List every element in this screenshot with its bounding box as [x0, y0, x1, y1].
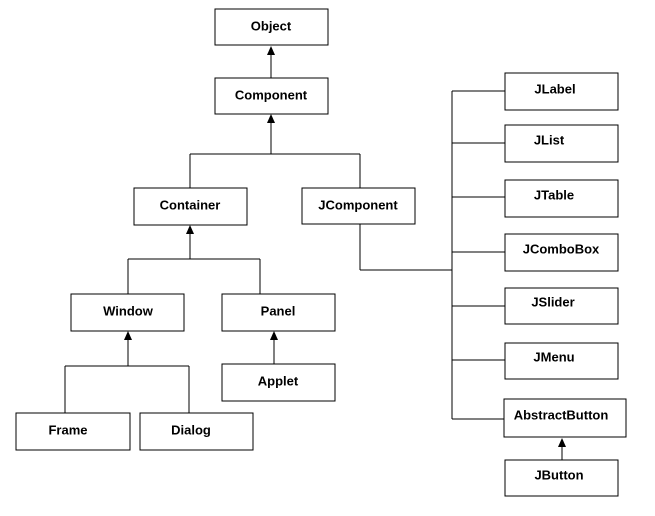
arrowhead-abstractbutton	[558, 438, 566, 447]
node-applet: Applet	[221, 363, 336, 402]
node-jcombobox: JComboBox	[504, 233, 619, 272]
node-abstractbutton: AbstractButton	[503, 398, 627, 438]
node-jlabel-label: JLabel	[534, 81, 575, 96]
node-abstractbutton-box	[503, 398, 627, 438]
node-window-box	[70, 293, 185, 332]
node-jcomponent-box	[301, 187, 416, 225]
node-abstractbutton-label: AbstractButton	[514, 407, 609, 422]
node-jtable-box	[504, 179, 619, 218]
nodes: Object Component Container JComponent Wi…	[15, 8, 627, 497]
node-jslider: JSlider	[504, 287, 619, 325]
node-object-label: Object	[251, 18, 292, 33]
node-component: Component	[214, 77, 329, 115]
node-applet-label: Applet	[258, 373, 299, 388]
node-jtable-label: JTable	[534, 187, 574, 202]
node-dialog-label: Dialog	[171, 422, 211, 437]
node-jtable: JTable	[504, 179, 619, 218]
node-dialog: Dialog	[139, 412, 254, 451]
node-dialog-box	[139, 412, 254, 451]
node-panel-label: Panel	[261, 303, 296, 318]
node-component-label: Component	[235, 87, 308, 102]
node-frame-box	[15, 412, 131, 451]
arrowhead-component	[267, 114, 275, 123]
node-jbutton-label: JButton	[534, 467, 583, 482]
node-window-label: Window	[103, 303, 154, 318]
node-jlist: JList	[504, 124, 619, 163]
node-panel-box	[221, 293, 336, 332]
node-frame: Frame	[15, 412, 131, 451]
node-container-label: Container	[160, 197, 221, 212]
node-window: Window	[70, 293, 185, 332]
node-jbutton-box	[504, 459, 619, 497]
node-jcomponent-label: JComponent	[318, 197, 398, 212]
node-jmenu-box	[504, 342, 619, 380]
node-jlist-box	[504, 124, 619, 163]
node-jbutton: JButton	[504, 459, 619, 497]
node-frame-label: Frame	[48, 422, 87, 437]
connectors	[64, 46, 566, 460]
node-jslider-label: JSlider	[531, 294, 574, 309]
node-jlabel: JLabel	[504, 72, 619, 111]
arrowhead-panel	[270, 331, 278, 340]
arrowhead-window	[124, 331, 132, 340]
node-jcomponent: JComponent	[301, 187, 416, 225]
node-jlabel-box	[504, 72, 619, 111]
node-object: Object	[214, 8, 329, 46]
node-jmenu-label: JMenu	[533, 349, 574, 364]
node-jslider-box	[504, 287, 619, 325]
arrowhead-object	[267, 46, 275, 55]
node-container: Container	[133, 187, 248, 226]
node-applet-box	[221, 363, 336, 402]
node-jcombobox-label: JComboBox	[523, 241, 600, 256]
node-component-box	[214, 77, 329, 115]
node-jcombobox-box	[504, 233, 619, 272]
node-object-box	[214, 8, 329, 46]
node-jlist-label: JList	[534, 132, 565, 147]
node-panel: Panel	[221, 293, 336, 332]
arrowhead-container	[186, 225, 194, 234]
node-container-box	[133, 187, 248, 226]
node-jmenu: JMenu	[504, 342, 619, 380]
